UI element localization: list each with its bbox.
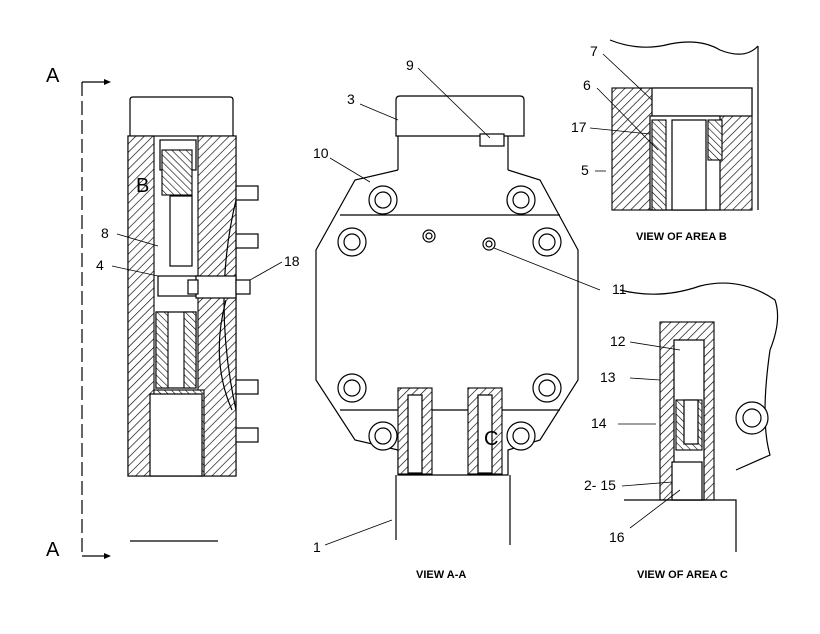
section-view-left	[127, 96, 259, 542]
callout-9: 9	[406, 57, 414, 73]
section-mark-bottom: A	[46, 539, 60, 561]
callout-13: 13	[600, 369, 616, 385]
callout-2-15: 2- 15	[584, 477, 616, 493]
mounting-bolts	[337, 185, 562, 451]
section-mark-top: A	[46, 65, 60, 87]
caption-view-aa: VIEW A-A	[416, 569, 466, 581]
caption-view-area-c: VIEW OF AREA C	[637, 569, 728, 581]
view-aa	[315, 95, 579, 545]
leader-lines	[111, 53, 681, 546]
callout-8: 8	[101, 225, 109, 241]
callout-3: 3	[347, 91, 355, 107]
callout-10: 10	[313, 145, 329, 161]
callout-4: 4	[96, 257, 104, 273]
caption-view-area-b: VIEW OF AREA B	[636, 231, 727, 243]
fitting-18	[187, 275, 251, 299]
callout-16: 16	[609, 529, 625, 545]
section-line-aa	[81, 79, 111, 559]
callout-1: 1	[313, 539, 321, 555]
studs	[235, 185, 259, 443]
callout-18: 18	[284, 253, 300, 269]
area-mark-b: B	[136, 175, 149, 197]
callout-14: 14	[591, 415, 607, 431]
callout-6: 6	[583, 77, 591, 93]
callout-12: 12	[610, 333, 626, 349]
view-area-c	[619, 282, 779, 552]
callout-7: 7	[590, 43, 598, 59]
callout-11: 11	[612, 281, 627, 297]
callout-5: 5	[581, 162, 589, 178]
callout-17: 17	[571, 119, 587, 135]
view-area-b	[609, 39, 759, 211]
area-mark-c: C	[484, 428, 498, 450]
